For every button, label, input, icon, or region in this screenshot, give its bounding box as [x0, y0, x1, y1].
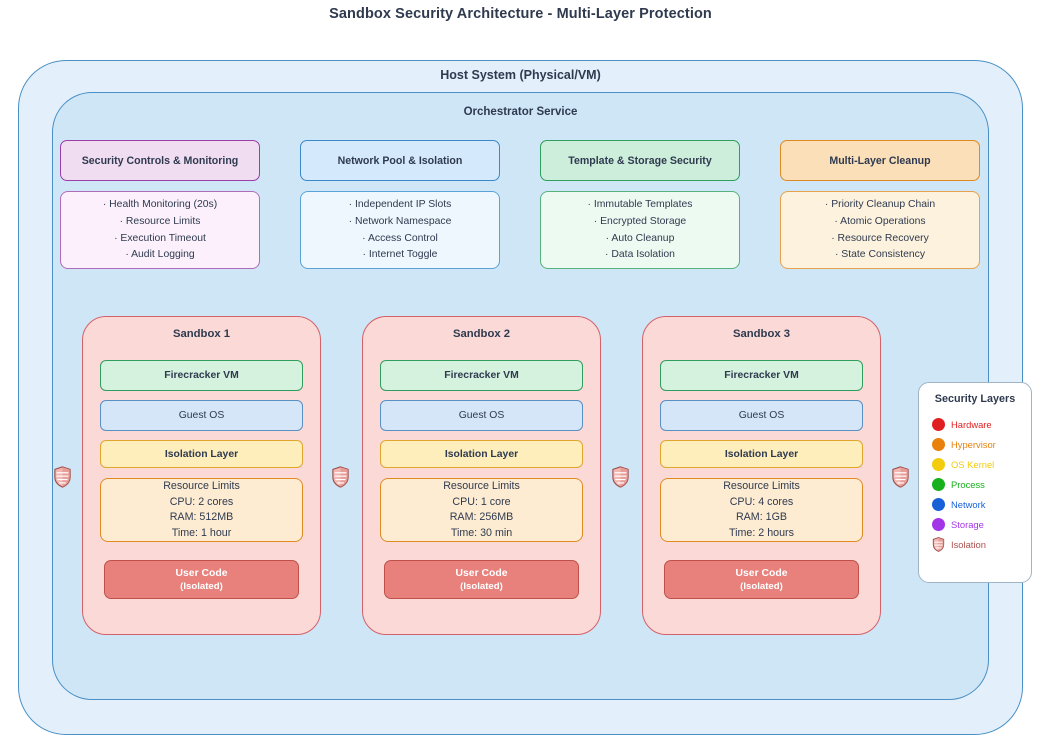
- network-color-dot: [932, 497, 945, 511]
- user-code-box-2: User Code (Isolated): [384, 560, 579, 599]
- panel-item: · Independent IP Slots: [348, 199, 452, 211]
- resource-time: Time: 2 hours: [729, 526, 794, 539]
- legend-label: Storage: [951, 518, 984, 530]
- panel-heading: Multi-Layer Cleanup: [780, 140, 980, 181]
- panel-heading: Template & Storage Security: [540, 140, 740, 181]
- user-code-box-3: User Code (Isolated): [664, 560, 859, 599]
- panel-item: · Execution Timeout: [114, 232, 206, 244]
- hypervisor-color-dot: [932, 437, 945, 451]
- sandbox-title: Sandbox 2: [452, 328, 511, 340]
- layer-firecracker-vm: Firecracker VM: [660, 360, 863, 391]
- host-system-label: Host System (Physical/VM): [440, 68, 601, 82]
- shield-icon: [932, 536, 945, 552]
- panel-item: · Encrypted Storage: [593, 215, 687, 227]
- user-code-sublabel: (Isolated): [740, 580, 783, 592]
- resource-ram: RAM: 512MB: [169, 511, 234, 523]
- panel-multi-layer-cleanup: Multi-Layer Cleanup · Priority Cleanup C…: [780, 140, 980, 269]
- resource-limits-title: Resource Limits: [443, 480, 520, 492]
- user-code-label: User Code: [175, 567, 228, 579]
- user-code-sublabel: (Isolated): [460, 580, 503, 592]
- os-kernel-color-dot: [932, 457, 945, 471]
- resource-ram: RAM: 256MB: [449, 511, 514, 523]
- panel-heading: Security Controls & Monitoring: [60, 140, 260, 181]
- panel-item: · Data Isolation: [605, 249, 675, 261]
- resource-cpu: CPU: 4 cores: [729, 495, 794, 508]
- resource-ram: RAM: 1GB: [735, 511, 788, 523]
- hardware-color-dot: [932, 417, 945, 431]
- process-color-dot: [932, 477, 945, 491]
- resource-cpu: CPU: 2 cores: [169, 495, 234, 508]
- panel-item: · Resource Limits: [119, 215, 201, 227]
- panel-body: · Immutable Templates · Encrypted Storag…: [540, 191, 740, 269]
- user-code-label: User Code: [455, 567, 508, 579]
- panel-item: · Access Control: [362, 232, 438, 244]
- panel-heading: Network Pool & Isolation: [300, 140, 500, 181]
- orchestrator-service-label: Orchestrator Service: [463, 106, 578, 118]
- panel-template-storage: Template & Storage Security · Immutable …: [540, 140, 740, 269]
- resource-limits-box-2: Resource Limits CPU: 1 core RAM: 256MB T…: [380, 478, 583, 542]
- shield-icon: [612, 466, 629, 488]
- layer-guest-os: Guest OS: [660, 400, 863, 431]
- panel-item: · Audit Logging: [125, 249, 195, 261]
- layer-firecracker-vm: Firecracker VM: [380, 360, 583, 391]
- shield-icon: [54, 466, 71, 488]
- legend-security-layers: Security Layers Hardware Hypervisor OS K…: [918, 382, 1032, 583]
- legend-item-process: Process: [919, 474, 1031, 494]
- user-code-sublabel: (Isolated): [180, 580, 223, 592]
- panel-body: · Health Monitoring (20s) · Resource Lim…: [60, 191, 260, 269]
- legend-item-network: Network: [919, 494, 1031, 514]
- legend-title: Security Layers: [934, 393, 1016, 405]
- legend-item-hypervisor: Hypervisor: [919, 434, 1031, 454]
- resource-limits-box-1: Resource Limits CPU: 2 cores RAM: 512MB …: [100, 478, 303, 542]
- panel-security-controls: Security Controls & Monitoring · Health …: [60, 140, 260, 269]
- panel-body: · Independent IP Slots · Network Namespa…: [300, 191, 500, 269]
- resource-limits-title: Resource Limits: [723, 480, 800, 492]
- layer-isolation-layer: Isolation Layer: [100, 440, 303, 468]
- layer-guest-os: Guest OS: [380, 400, 583, 431]
- legend-item-storage: Storage: [919, 514, 1031, 534]
- resource-time: Time: 30 min: [450, 526, 513, 539]
- resource-time: Time: 1 hour: [171, 526, 232, 539]
- panel-item: · Priority Cleanup Chain: [824, 199, 936, 211]
- legend-item-hardware: Hardware: [919, 414, 1031, 434]
- layer-isolation-layer: Isolation Layer: [380, 440, 583, 468]
- shield-icon: [332, 466, 349, 488]
- resource-cpu: CPU: 1 core: [452, 495, 511, 508]
- page-title: Sandbox Security Architecture - Multi-La…: [329, 6, 712, 22]
- layer-guest-os: Guest OS: [100, 400, 303, 431]
- panel-item: · Atomic Operations: [834, 215, 926, 227]
- panel-item: · Immutable Templates: [587, 199, 693, 211]
- panel-item: · Internet Toggle: [362, 249, 438, 261]
- user-code-label: User Code: [735, 567, 788, 579]
- sandbox-title: Sandbox 1: [172, 328, 231, 340]
- panel-network-pool: Network Pool & Isolation · Independent I…: [300, 140, 500, 269]
- legend-label: Process: [951, 478, 985, 490]
- panel-item: · State Consistency: [834, 249, 926, 261]
- shield-icon: [892, 466, 909, 488]
- layer-firecracker-vm: Firecracker VM: [100, 360, 303, 391]
- panel-item: · Health Monitoring (20s): [102, 199, 218, 211]
- panel-item: · Auto Cleanup: [605, 232, 675, 244]
- legend-label: Isolation: [951, 538, 986, 550]
- resource-limits-title: Resource Limits: [163, 480, 240, 492]
- panel-item: · Network Namespace: [348, 215, 452, 227]
- panel-body: · Priority Cleanup Chain · Atomic Operat…: [780, 191, 980, 269]
- legend-label: Hypervisor: [951, 438, 996, 450]
- layer-isolation-layer: Isolation Layer: [660, 440, 863, 468]
- sandbox-title: Sandbox 3: [732, 328, 791, 340]
- user-code-box-1: User Code (Isolated): [104, 560, 299, 599]
- legend-label: Network: [951, 498, 986, 510]
- legend-label: Hardware: [951, 418, 992, 430]
- legend-item-isolation: Isolation: [919, 534, 1031, 554]
- resource-limits-box-3: Resource Limits CPU: 4 cores RAM: 1GB Ti…: [660, 478, 863, 542]
- storage-color-dot: [932, 517, 945, 531]
- legend-item-os-kernel: OS Kernel: [919, 454, 1031, 474]
- legend-label: OS Kernel: [951, 458, 995, 470]
- panel-item: · Resource Recovery: [831, 232, 929, 244]
